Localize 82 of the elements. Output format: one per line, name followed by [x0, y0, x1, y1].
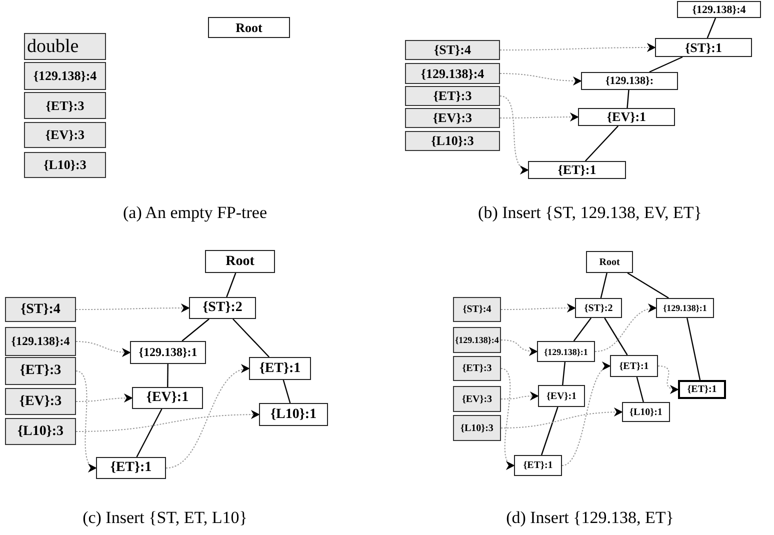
tree-node: {ET}:1 — [249, 357, 311, 380]
node-link-arrow — [76, 304, 190, 313]
tree-edge — [627, 272, 669, 299]
node-link-arrow — [500, 392, 539, 401]
tree-edge — [584, 126, 619, 162]
header-table-entry: {ST}:4 — [5, 297, 76, 322]
header-table-entry: {EV}:3 — [24, 122, 106, 148]
node-link-arrow — [166, 366, 250, 468]
tree-node: {ST}:2 — [189, 297, 256, 319]
tree-node: {129.138}:1 — [656, 298, 714, 318]
node-link-arrow — [500, 96, 529, 172]
tree-node: {129.138}: — [581, 72, 678, 90]
tree-node: {ST}:2 — [575, 298, 622, 318]
tree-edge — [686, 318, 701, 380]
node-link-arrow — [658, 366, 679, 394]
node-link-arrow — [500, 43, 656, 52]
header-table-entry: {ET}:3 — [5, 357, 76, 385]
tree-node: {ET}:1 — [96, 457, 166, 479]
tree-node: {129.138}:1 — [130, 341, 206, 364]
node-link-arrow — [594, 304, 657, 352]
header-table-entry: {ET}:3 — [24, 92, 106, 119]
header-table-entry: {L10}:3 — [5, 418, 76, 445]
node-link-arrow — [500, 304, 576, 313]
node-link-arrow — [76, 341, 131, 357]
tree-node: {L10}:1 — [622, 402, 670, 422]
header-table-entry: {129.138}:4 — [5, 327, 76, 356]
header-table-entry: {EV}:3 — [5, 388, 76, 415]
header-table-entry: {EV}:3 — [453, 386, 501, 412]
tree-node: {129.138}:4 — [677, 1, 761, 18]
tree-node: {L10}:1 — [259, 403, 328, 426]
tree-edge — [232, 318, 270, 358]
tree-edge — [540, 406, 558, 456]
node-link-arrow — [500, 73, 582, 86]
tree-node: Root — [205, 250, 275, 273]
tree-node: {EV}:1 — [132, 387, 203, 409]
header-table-entry: double — [24, 33, 106, 60]
figure-caption: (b) Insert {ST, 129.138, EV, ET} — [478, 203, 702, 223]
header-table-entry: {ET}:3 — [405, 86, 500, 106]
header-table-entry: {ST}:4 — [453, 297, 501, 322]
header-table-entry: {129.138}:4 — [453, 327, 501, 353]
tree-edge — [600, 272, 608, 298]
tree-node: {EV}:1 — [578, 108, 675, 126]
header-table-entry: {129.138}:4 — [24, 62, 106, 90]
tree-edge — [573, 318, 592, 342]
header-table-entry: {L10}:3 — [24, 152, 106, 178]
tree-node: {ET}:1 — [678, 380, 726, 399]
node-link-arrow — [500, 408, 623, 428]
header-table-entry: {ET}:3 — [453, 356, 501, 381]
header-table-entry: {L10}:3 — [453, 415, 501, 441]
tree-edge — [626, 90, 630, 108]
tree-node: {ET}:1 — [528, 161, 626, 179]
tree-edge — [604, 318, 628, 356]
node-link-arrow — [500, 112, 579, 122]
tree-node: {129.138}:1 — [537, 341, 595, 362]
tree-edge — [136, 408, 162, 458]
tree-edge — [167, 364, 168, 387]
tree-node: {ET}:1 — [514, 455, 562, 476]
tree-edge — [282, 380, 291, 404]
node-link-arrow — [76, 410, 260, 432]
node-link-arrow — [76, 370, 97, 470]
tree-edge — [562, 362, 566, 386]
tree-edge — [649, 56, 683, 73]
tree-edge — [182, 318, 210, 342]
header-table-entry: {L10}:3 — [405, 131, 500, 151]
tree-node: Root — [586, 251, 633, 273]
node-link-arrow — [76, 394, 133, 403]
tree-node: {ST}:1 — [655, 38, 752, 57]
header-table-entry: {EV}:3 — [405, 108, 500, 128]
tree-node: Root — [208, 17, 290, 38]
figure-caption: (c) Insert {ST, ET, L10} — [82, 508, 248, 528]
figure-caption: (a) An empty FP-tree — [123, 203, 267, 223]
header-table-entry: {ST}:4 — [405, 40, 500, 60]
tree-node: {EV}:1 — [538, 385, 585, 407]
tree-edge — [636, 376, 644, 402]
tree-edge — [706, 18, 716, 38]
tree-node: {ET}:1 — [610, 355, 658, 377]
figure-caption: (d) Insert {129.138, ET} — [506, 508, 674, 528]
node-link-arrow — [500, 340, 538, 356]
node-link-arrow — [500, 368, 515, 467]
node-link-arrow — [562, 364, 611, 466]
tree-edge — [226, 272, 236, 298]
header-table-entry: {129.138}:4 — [405, 63, 500, 84]
